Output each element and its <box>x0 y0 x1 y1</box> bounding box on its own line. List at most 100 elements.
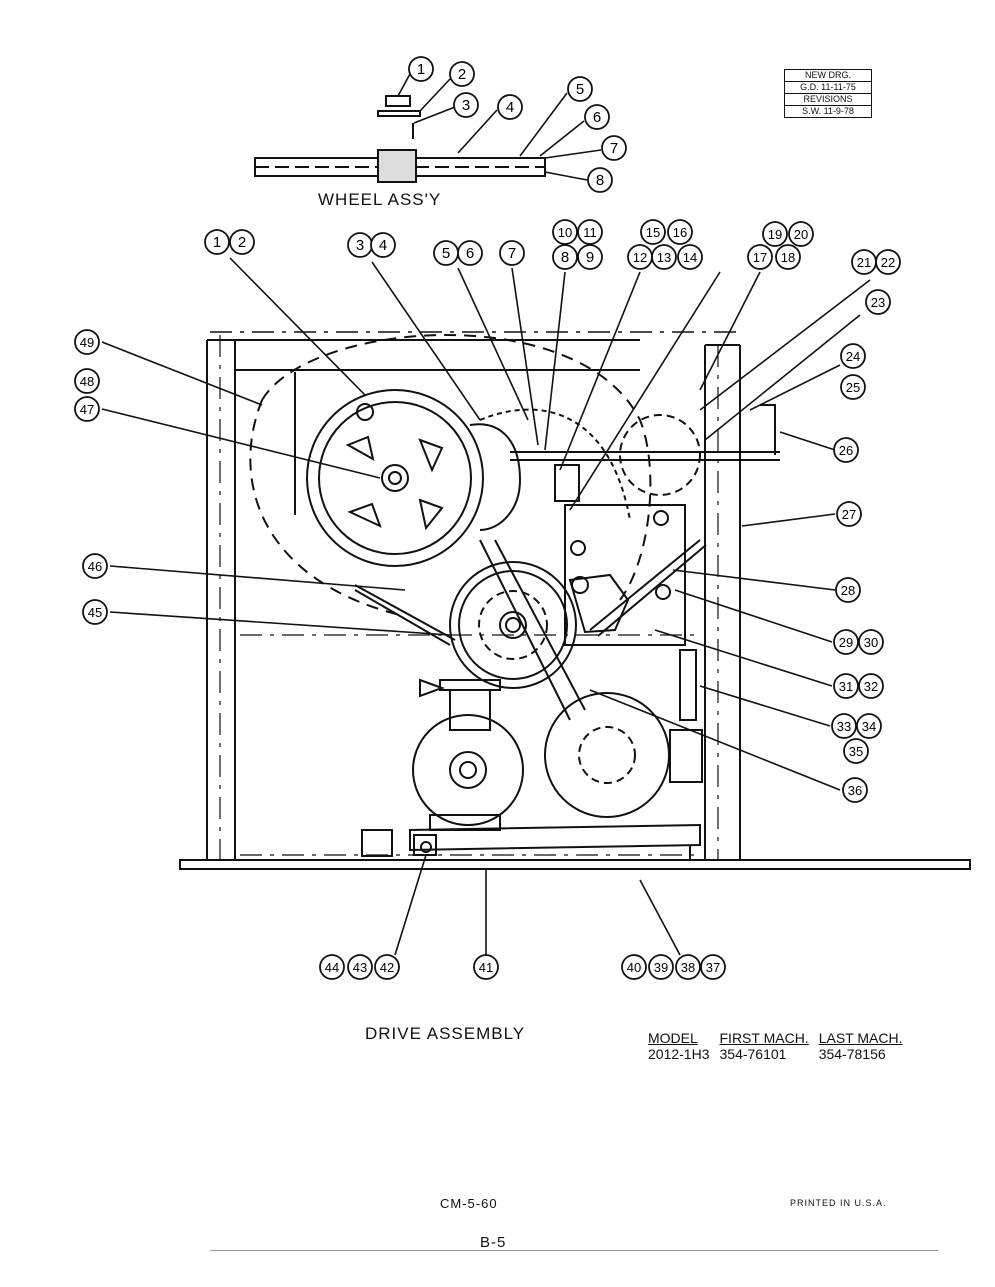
callout-number: 24 <box>846 349 860 364</box>
new-drg-label: NEW DRG. <box>785 70 871 82</box>
drive-callout-27: 27 <box>836 501 862 527</box>
drive-callout-38: 38 <box>675 954 701 980</box>
callout-number: 23 <box>871 295 885 310</box>
callout-number: 7 <box>508 245 516 262</box>
drive-callout-37: 37 <box>700 954 726 980</box>
drive-callout-5: 5 <box>433 240 459 266</box>
drive-callout-32: 32 <box>858 673 884 699</box>
leader-line <box>109 565 406 591</box>
callout-number: 34 <box>862 719 876 734</box>
model-table: MODEL FIRST MACH. LAST MACH. 2012-1H3 35… <box>648 1030 912 1062</box>
drive-callout-6: 6 <box>457 240 483 266</box>
callout-number: 44 <box>325 960 339 975</box>
model-value: 2012-1H3 <box>648 1046 710 1062</box>
drive-callout-17: 17 <box>747 244 773 270</box>
drive-callout-49: 49 <box>74 329 100 355</box>
drive-callout-10: 10 <box>552 219 578 245</box>
drive-callout-44: 44 <box>319 954 345 980</box>
leader-line <box>699 271 761 391</box>
leader-line <box>371 261 481 421</box>
drive-callout-2: 2 <box>229 229 255 255</box>
leader-line <box>457 109 498 154</box>
leader-line <box>544 171 588 181</box>
callout-number: 14 <box>683 250 697 265</box>
leader-line <box>672 569 836 591</box>
callout-number: 3 <box>356 237 364 254</box>
leader-line <box>654 629 833 687</box>
leader-line <box>544 149 602 159</box>
drive-callout-12: 12 <box>627 244 653 270</box>
drive-callout-45: 45 <box>82 599 108 625</box>
callout-number: 32 <box>864 679 878 694</box>
drive-callout-35: 35 <box>843 738 869 764</box>
drive-callout-8: 8 <box>552 244 578 270</box>
callout-number: 13 <box>657 250 671 265</box>
callout-number: 21 <box>857 255 871 270</box>
drive-callout-39: 39 <box>648 954 674 980</box>
leader-line <box>589 689 841 791</box>
wheel-callout-6: 6 <box>584 104 610 130</box>
callout-number: 19 <box>768 227 782 242</box>
drive-callout-30: 30 <box>858 629 884 655</box>
callout-number: 48 <box>80 374 94 389</box>
drive-callout-21: 21 <box>851 249 877 275</box>
footer-rule <box>210 1250 938 1251</box>
callout-number: 11 <box>583 225 597 240</box>
callout-number: 38 <box>681 960 695 975</box>
callout-number: 40 <box>627 960 641 975</box>
drive-callout-40: 40 <box>621 954 647 980</box>
callout-number: 39 <box>654 960 668 975</box>
callout-number: 5 <box>576 81 584 98</box>
leader-line <box>544 271 566 451</box>
new-drg-date: G.D. 11-11-75 <box>785 82 871 94</box>
callout-number: 5 <box>442 245 450 262</box>
callout-number: 6 <box>593 109 601 126</box>
wheel-callout-1: 1 <box>408 56 434 82</box>
leader-line <box>229 257 366 396</box>
callout-number: 31 <box>839 679 853 694</box>
first-mach-header: FIRST MACH. <box>719 1030 809 1046</box>
callout-number: 35 <box>849 744 863 759</box>
model-header: MODEL <box>648 1030 698 1046</box>
callout-number: 3 <box>462 97 470 114</box>
revisions-box: NEW DRG. G.D. 11-11-75 REVISIONS S.W. 11… <box>784 69 872 118</box>
last-mach-header: LAST MACH. <box>818 1030 903 1046</box>
callout-number: 4 <box>506 99 514 116</box>
drive-callout-46: 46 <box>82 553 108 579</box>
drive-callout-23: 23 <box>865 289 891 315</box>
callout-number: 7 <box>610 140 618 157</box>
callout-number: 22 <box>881 255 895 270</box>
drive-callout-34: 34 <box>856 713 882 739</box>
drive-callout-3: 3 <box>347 232 373 258</box>
drive-callout-13: 13 <box>651 244 677 270</box>
callout-number: 2 <box>238 234 246 251</box>
drive-callout-24: 24 <box>840 343 866 369</box>
wheel-callout-5: 5 <box>567 76 593 102</box>
drive-callout-18: 18 <box>775 244 801 270</box>
middle-pulley <box>449 561 577 689</box>
wheel-assembly-title: WHEEL ASS'Y <box>318 190 442 209</box>
callout-number: 20 <box>794 227 808 242</box>
motor <box>544 649 703 818</box>
drive-callout-43: 43 <box>347 954 373 980</box>
callout-number: 12 <box>633 250 647 265</box>
drive-callout-26: 26 <box>833 437 859 463</box>
drive-callout-48: 48 <box>74 368 100 394</box>
callout-number: 46 <box>88 559 102 574</box>
compressor <box>412 678 524 831</box>
leader-line <box>109 611 451 636</box>
doc-code: CM-5-60 <box>440 1196 498 1211</box>
frame <box>179 331 971 870</box>
callout-number: 29 <box>839 635 853 650</box>
first-mach-value: 354-76101 <box>719 1046 787 1062</box>
drive-callout-41: 41 <box>473 954 499 980</box>
leader-line <box>457 267 529 421</box>
callout-number: 4 <box>379 237 387 254</box>
wheel-callout-8: 8 <box>587 167 613 193</box>
callout-number: 17 <box>753 250 767 265</box>
drive-assembly-title: DRIVE ASSEMBLY <box>365 1024 526 1043</box>
callout-number: 10 <box>558 225 572 240</box>
drive-callout-47: 47 <box>74 396 100 422</box>
drive-callout-7: 7 <box>499 240 525 266</box>
